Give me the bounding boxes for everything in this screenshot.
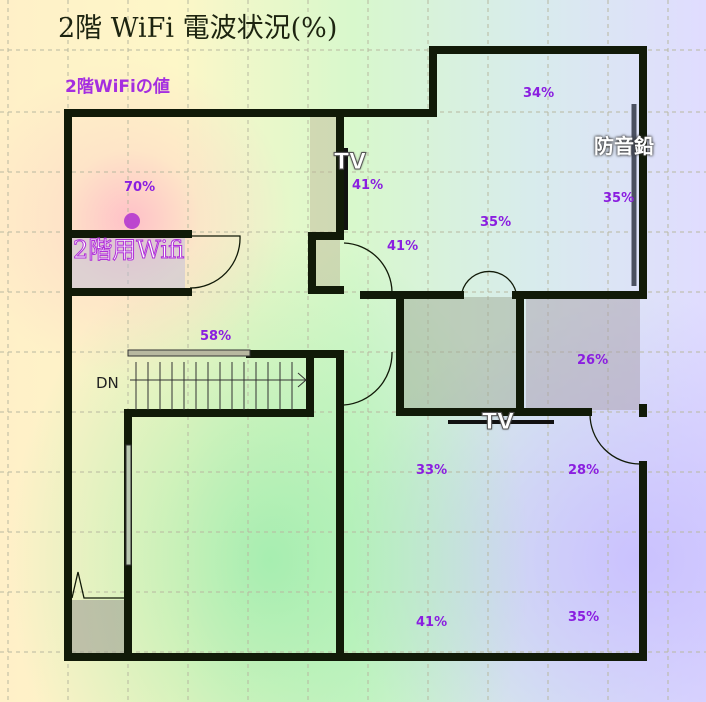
stairs-label: DN bbox=[96, 374, 119, 392]
thin-lines bbox=[71, 235, 641, 599]
tv-label: TV bbox=[333, 150, 367, 176]
reading: 41% bbox=[387, 239, 419, 254]
reading: 28% bbox=[568, 463, 600, 478]
tv-label: TV bbox=[481, 410, 515, 436]
reading: 35% bbox=[568, 610, 600, 625]
router-label: 2階用Wifi bbox=[72, 236, 185, 265]
fixtures bbox=[72, 117, 640, 654]
reading: 41% bbox=[352, 178, 384, 193]
router-marker bbox=[124, 213, 140, 229]
reading: 26% bbox=[577, 353, 609, 368]
subtitle: 2階WiFiの値 bbox=[65, 77, 170, 97]
reading: 35% bbox=[603, 191, 635, 206]
walls bbox=[64, 46, 647, 661]
reading: 33% bbox=[416, 463, 448, 478]
reading: 58% bbox=[200, 329, 232, 344]
reading: 70% bbox=[124, 180, 156, 195]
reading: 35% bbox=[480, 215, 512, 230]
stairs bbox=[125, 349, 307, 566]
reading: 41% bbox=[416, 615, 448, 630]
lead-label: 防音鉛 bbox=[594, 134, 654, 158]
reading: 34% bbox=[523, 86, 555, 101]
page-title: 2階 WiFi 電波状況(%) bbox=[58, 13, 338, 44]
